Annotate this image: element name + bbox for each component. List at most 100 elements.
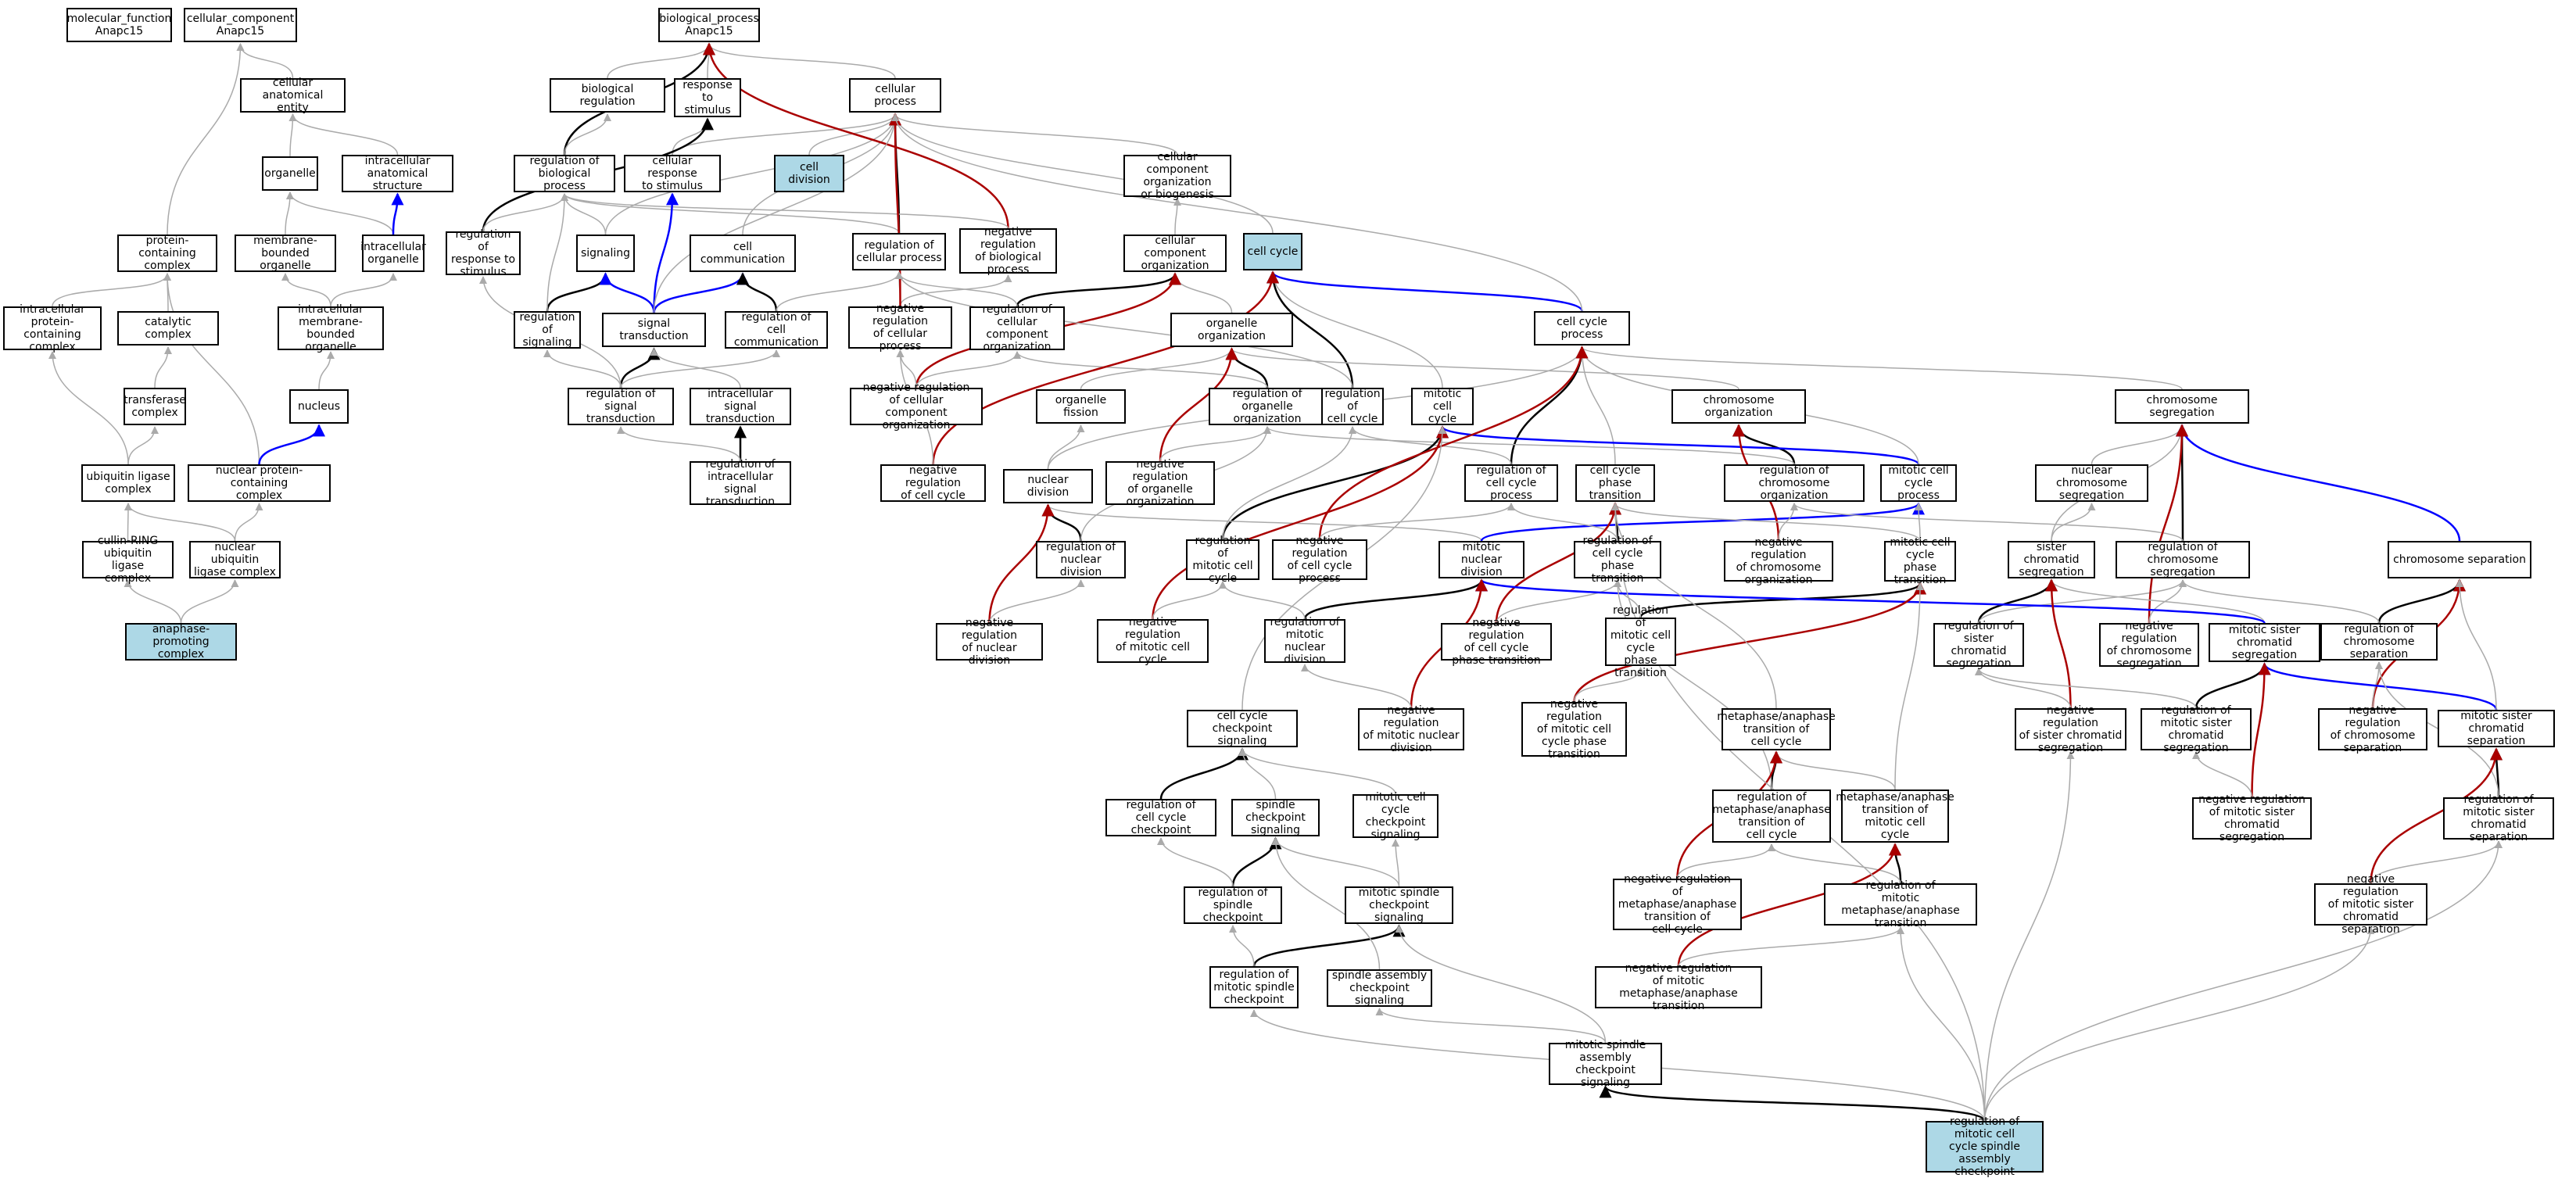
go-term-negregchrorg[interactable]: negative regulation of chromosome organi… [1724,536,1833,586]
go-term-sigtrans[interactable]: signal transduction [602,313,706,347]
go-term-imbo[interactable]: intracellular membrane-bounded organelle [278,303,384,353]
go-term-cellcomm[interactable]: cell communication [690,235,796,272]
go-term-mbo[interactable]: membrane-bounded organelle [235,235,336,272]
go-term-regmsep[interactable]: regulation of mitotic sister chromatid s… [2443,793,2554,843]
go-term-negregbp[interactable]: negative regulation of biological proces… [959,226,1057,276]
go-term-cc[interactable]: cellular_component Anapc15 [184,8,297,42]
go-term-npcc[interactable]: nuclear protein-containing complex [188,464,331,502]
go-term-ipcc[interactable]: intracellular protein-containing complex [3,303,102,353]
go-term-transf[interactable]: transferase complex [124,388,186,425]
go-term-regst[interactable]: regulation of signal transduction [568,388,674,425]
go-term-ist[interactable]: intracellular signal transduction [690,388,791,425]
go-term-ccpt[interactable]: cell cycle phase transition [1575,464,1655,502]
go-term-negregccpt[interactable]: negative regulation of cell cycle phase … [1441,617,1552,667]
go-term-nucleus[interactable]: nucleus [289,389,349,424]
go-term-negregmnd[interactable]: negative regulation of mitotic nuclear d… [1358,704,1464,754]
go-term-ccob[interactable]: cellular component organization or bioge… [1123,151,1231,201]
go-term-pcc[interactable]: protein-containing complex [117,235,217,272]
go-term-regccy[interactable]: regulation of cell cycle [1321,388,1384,425]
go-term-negregoo[interactable]: negative regulation of organelle organiz… [1105,458,1215,508]
go-term-negregmsep[interactable]: negative regulation of mitotic sister ch… [2314,873,2427,936]
go-term-regist[interactable]: regulation of intracellular signal trans… [690,458,791,508]
go-term-mcc[interactable]: mitotic cell cycle [1411,388,1474,425]
go-term-negregscs[interactable]: negative regulation of sister chromatid … [2015,704,2126,754]
go-term-regccp[interactable]: regulation of cell cycle process [1464,464,1558,502]
go-term-signaling[interactable]: signaling [576,235,635,272]
go-term-regccc[interactable]: regulation of cell cycle checkpoint [1105,799,1216,836]
go-term-scksig[interactable]: spindle checkpoint signaling [1231,799,1320,836]
go-term-regscs[interactable]: regulation of sister chromatid segregati… [1933,620,2024,670]
go-term-cae[interactable]: cellular anatomical entity [240,77,346,114]
go-term-sacs[interactable]: spindle assembly checkpoint signaling [1327,969,1432,1007]
go-term-regchrsep[interactable]: regulation of chromosome separation [2320,623,2438,661]
go-term-biolreg[interactable]: biological regulation [550,78,665,113]
go-term-mf[interactable]: molecular_function Anapc15 [66,8,172,42]
go-term-mnd[interactable]: mitotic nuclear division [1438,541,1524,578]
go-term-ncs[interactable]: nuclear chromosome segregation [2035,464,2148,502]
go-term-regmnd[interactable]: regulation of mitotic nuclear division [1264,616,1345,666]
go-term-regbp[interactable]: regulation of biological process [514,155,615,192]
go-term-regcco[interactable]: regulation of cellular component organiz… [969,303,1065,353]
go-term-regmccpt[interactable]: regulation of mitotic cell cycle phase t… [1605,604,1676,679]
go-term-resp[interactable]: response to stimulus [674,78,741,117]
go-term-negregmccpt[interactable]: negative regulation of mitotic cell cycl… [1521,698,1627,761]
go-term-regsig[interactable]: regulation of signaling [514,311,581,349]
go-term-ubl[interactable]: ubiquitin ligase complex [81,464,175,502]
go-term-negregnd[interactable]: negative regulation of nuclear division [936,617,1043,667]
go-term-regmamtcc[interactable]: regulation of metaphase/anaphase transit… [1712,790,1831,843]
go-term-target[interactable]: regulation of mitotic cell cycle spindle… [1926,1115,2044,1178]
go-term-orgorg[interactable]: organelle organization [1170,313,1293,347]
go-term-cccs[interactable]: cell cycle checkpoint signaling [1187,710,1298,747]
go-term-regccpt[interactable]: regulation of cell cycle phase transitio… [1574,535,1661,585]
go-term-mccp[interactable]: mitotic cell cycle process [1880,464,1957,502]
go-term-organelle[interactable]: organelle [262,156,318,191]
go-term-cellproc[interactable]: cellular process [849,78,941,113]
go-term-mccsig[interactable]: mitotic cell cycle checkpoint signaling [1352,791,1438,841]
go-term-nulc[interactable]: nuclear ubiquitin ligase complex [189,541,281,578]
go-term-negregcp[interactable]: negative regulation of cellular process [848,303,952,353]
go-term-chrseg[interactable]: chromosome segregation [2115,389,2249,424]
go-term-chrsep[interactable]: chromosome separation [2388,541,2531,578]
go-term-negregmscs[interactable]: negative regulation of mitotic sister ch… [2192,793,2312,843]
go-term-negregccy[interactable]: negative regulation of cell cycle [880,464,986,502]
go-term-apc[interactable]: anaphase-promoting complex [125,623,237,661]
go-term-regresp[interactable]: regulation of response to stimulus [446,228,521,278]
go-term-nucdiv[interactable]: nuclear division [1003,469,1093,503]
go-term-negregmmat[interactable]: negative regulation of mitotic metaphase… [1595,962,1762,1012]
go-term-regmmat[interactable]: regulation of mitotic metaphase/anaphase… [1824,879,1977,929]
go-term-regcp[interactable]: regulation of cellular process [852,233,946,270]
go-term-msep[interactable]: mitotic sister chromatid separation [2438,710,2555,747]
go-term-scs[interactable]: sister chromatid segregation [2008,541,2095,578]
go-term-bp[interactable]: biological_process Anapc15 [658,8,760,42]
go-term-regchrseg[interactable]: regulation of chromosome segregation [2116,541,2250,578]
go-term-mamtcc[interactable]: metaphase/anaphase transition of cell cy… [1717,708,1836,750]
go-term-negregccp[interactable]: negative regulation of cell cycle proces… [1272,535,1367,585]
go-term-msacs[interactable]: mitotic spindle assembly checkpoint sign… [1549,1039,1662,1089]
go-term-crl[interactable]: cullin-RING ubiquitin ligase complex [82,535,174,585]
go-term-mccpt[interactable]: mitotic cell cycle phase transition [1884,536,1956,586]
go-term-negregcco[interactable]: negative regulation of cellular componen… [850,381,983,431]
go-term-regmsck[interactable]: regulation of mitotic spindle checkpoint [1209,966,1299,1008]
go-term-cellcycle[interactable]: cell cycle [1243,233,1302,270]
go-term-negregmcc[interactable]: negative regulation of mitotic cell cycl… [1097,616,1209,666]
go-term-cco[interactable]: cellular component organization [1123,235,1227,272]
go-term-orgfis[interactable]: organelle fission [1036,389,1126,424]
go-term-chrorg[interactable]: chromosome organization [1671,389,1806,424]
go-term-ccp[interactable]: cell cycle process [1534,311,1630,346]
go-term-regchrorg[interactable]: regulation of chromosome organization [1724,464,1865,502]
go-term-mamtmcc[interactable]: metaphase/anaphase transition of mitotic… [1836,790,1954,843]
go-term-regnucdiv[interactable]: regulation of nuclear division [1036,541,1126,578]
go-term-negregmamtcc[interactable]: negative regulation of metaphase/anaphas… [1613,873,1742,936]
go-term-msck[interactable]: mitotic spindle checkpoint signaling [1345,886,1453,924]
go-term-cresp[interactable]: cellular response to stimulus [624,155,721,192]
go-term-negregchrsep[interactable]: negative regulation of chromosome separa… [2318,704,2427,754]
go-term-catcx[interactable]: catalytic complex [117,311,219,346]
go-term-negregchrseg[interactable]: negative regulation of chromosome segreg… [2099,620,2199,670]
go-term-celldiv[interactable]: cell division [774,155,844,192]
go-term-regsck[interactable]: regulation of spindle checkpoint [1184,886,1282,924]
go-term-ias[interactable]: intracellular anatomical structure [342,155,453,192]
go-term-regoo[interactable]: regulation of organelle organization [1209,388,1326,425]
go-term-regmscs[interactable]: regulation of mitotic sister chromatid s… [2141,704,2252,754]
go-term-mscs[interactable]: mitotic sister chromatid segregation [2209,623,2320,662]
go-term-regcc[interactable]: regulation of cell communication [725,311,828,349]
